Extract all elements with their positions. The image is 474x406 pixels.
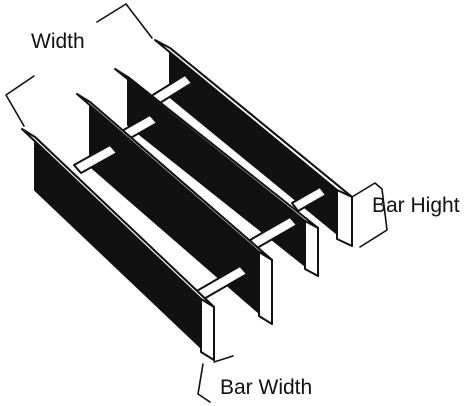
cross-rod-rear-end	[291, 186, 327, 212]
bar-width-label: Bar Width	[220, 376, 313, 399]
bar-hight-dimension-bracket	[351, 182, 388, 248]
bearing-bar-2	[114, 68, 319, 277]
bearing-bar-4	[21, 128, 215, 361]
bar-hight-label: Bar Hight	[372, 194, 460, 217]
width-label: Width	[31, 30, 85, 53]
bar-width-dimension-bracket	[197, 363, 211, 403]
bearing-bar-3	[76, 93, 273, 325]
width-dimension-bracket	[5, 75, 35, 127]
cross-rod-a-front	[73, 144, 118, 174]
